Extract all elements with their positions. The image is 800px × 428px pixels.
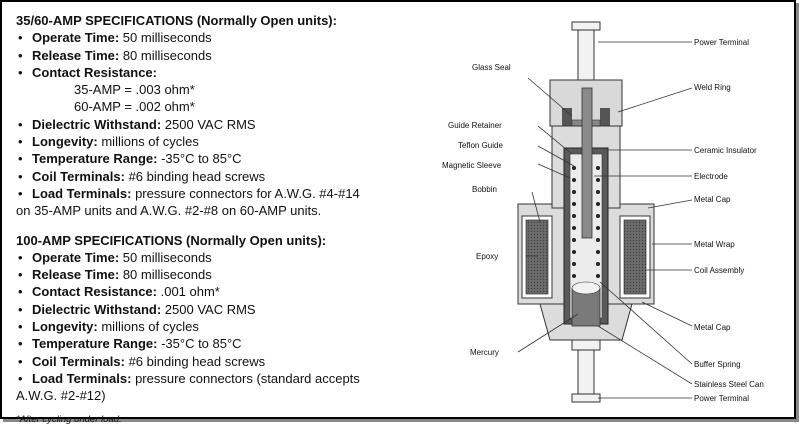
leader-lines: [517, 41, 693, 399]
spec-item: • Release Time: 80 milliseconds: [16, 266, 416, 283]
spec-value: 80 milliseconds: [119, 47, 212, 63]
spec-item: • Temperature Range: -35°C to 85°C: [16, 335, 416, 352]
spec-value: pressure connectors for A.W.G. #4-#14: [131, 185, 360, 201]
spec-value: .001 ohm*: [156, 284, 220, 300]
bullet: •: [18, 249, 23, 265]
spec-subitem: 60-AMP = .002 ohm*: [74, 99, 195, 115]
spec-label: Release Time:: [32, 47, 120, 63]
spec-item: • Coil Terminals: #6 binding head screws: [16, 353, 416, 370]
spec-label: Load Terminals:: [32, 185, 132, 201]
spec-value: millions of cycles: [97, 319, 199, 335]
bullet: •: [18, 370, 23, 386]
spec-item: • Contact Resistance: .001 ohm*: [16, 283, 416, 300]
specifications-text: 35/60-AMP SPECIFICATIONS (Normally Open …: [16, 12, 416, 428]
coil-assembly: [521, 215, 651, 299]
spec-item: • Release Time: 80 milliseconds: [16, 47, 416, 64]
label-weld-ring: Weld Ring: [694, 83, 731, 92]
spec-item: • Operate Time: 50 milliseconds: [16, 249, 416, 266]
label-metal-cap-bottom: Metal Cap: [694, 323, 731, 332]
electrode: [581, 87, 593, 239]
bullet: •: [18, 30, 23, 46]
spec-item: • Coil Terminals: #6 binding head screws: [16, 168, 416, 185]
label-magnetic-sleeve: Magnetic Sleeve: [442, 161, 502, 170]
spec-item: • Load Terminals: pressure connectors for…: [16, 185, 416, 202]
spec-value: 2500 VAC RMS: [161, 301, 256, 317]
spec-continuation: on 35-AMP units and A.W.G. #2-#8 on 60-A…: [16, 203, 322, 219]
spec-item: • Contact Resistance:: [16, 64, 416, 81]
spec-label: Coil Terminals:: [32, 168, 125, 184]
spec-label: Release Time:: [32, 267, 120, 283]
spec-continuation: A.W.G. #2-#12): [16, 388, 106, 404]
label-bobbin: Bobbin: [472, 185, 497, 194]
bullet: •: [18, 284, 23, 300]
bullet: •: [18, 185, 23, 201]
label-glass-seal: Glass Seal: [472, 63, 511, 72]
spec-value: 2500 VAC RMS: [161, 116, 256, 132]
bullet: •: [18, 64, 23, 80]
section1-list: • Operate Time: 50 milliseconds • Release T…: [16, 29, 416, 219]
spec-subitem: 35-AMP = .003 ohm*: [74, 82, 195, 98]
spec-label: Longevity:: [32, 319, 98, 335]
bullet: •: [18, 301, 23, 317]
spec-value: -35°C to 85°C: [157, 151, 242, 167]
label-epoxy: Epoxy: [476, 252, 498, 261]
label-power-terminal-bottom: Power Terminal: [694, 394, 749, 403]
spec-label: Temperature Range:: [32, 336, 158, 352]
spec-value: millions of cycles: [97, 134, 199, 150]
footnote: *After cycling under load.: [16, 413, 122, 425]
spec-value: pressure connectors (standard accepts: [131, 370, 360, 386]
spec-value: #6 binding head screws: [124, 353, 266, 369]
label-mercury: Mercury: [470, 348, 499, 357]
label-coil-assembly: Coil Assembly: [694, 266, 744, 275]
spec-item: • Load Terminals: pressure connectors (st…: [16, 370, 416, 387]
section2-list: • Operate Time: 50 milliseconds • Release T…: [16, 249, 416, 405]
spec-item: • Longevity: millions of cycles: [16, 133, 416, 150]
spec-label: Load Terminals:: [32, 370, 132, 386]
spec-label: Coil Terminals:: [32, 353, 125, 369]
spec-label: Dielectric Withstand:: [32, 116, 162, 132]
label-buffer-spring: Buffer Spring: [694, 360, 741, 369]
spec-value: 50 milliseconds: [119, 249, 212, 265]
spec-label: Contact Resistance:: [32, 284, 157, 300]
spec-label: Operate Time:: [32, 30, 120, 46]
spec-item: • Temperature Range: -35°C to 85°C: [16, 150, 416, 167]
spec-label: Temperature Range:: [32, 151, 158, 167]
spec-item: • Dielectric Withstand: 2500 VAC RMS: [16, 116, 416, 133]
label-power-terminal-top: Power Terminal: [694, 38, 749, 47]
label-electrode: Electrode: [694, 172, 728, 181]
spec-label: Contact Resistance:: [32, 64, 157, 80]
section2-title: 100-AMP SPECIFICATIONS (Normally Open un…: [16, 232, 327, 248]
bullet: •: [18, 134, 23, 150]
spec-value: 80 milliseconds: [119, 267, 212, 283]
bottom-power-terminal: [571, 339, 601, 403]
spec-value: 50 milliseconds: [119, 30, 212, 46]
section1-title: 35/60-AMP SPECIFICATIONS (Normally Open …: [16, 13, 337, 28]
spec-value: #6 binding head screws: [124, 168, 266, 184]
bullet: •: [18, 336, 23, 352]
top-power-terminal: [571, 21, 601, 81]
label-stainless-steel-can: Stainless Steel Can: [694, 380, 764, 389]
label-ceramic-insulator: Ceramic Insulator: [694, 146, 757, 155]
label-metal-wrap: Metal Wrap: [694, 240, 735, 249]
bullet: •: [18, 116, 23, 132]
label-metal-cap-top: Metal Cap: [694, 195, 731, 204]
bullet: •: [18, 319, 23, 335]
spec-item: • Operate Time: 50 milliseconds: [16, 29, 416, 46]
spec-item: • Dielectric Withstand: 2500 VAC RMS: [16, 301, 416, 318]
bullet: •: [18, 267, 23, 283]
bullet: •: [18, 353, 23, 369]
spec-value: -35°C to 85°C: [157, 336, 242, 352]
spec-label: Longevity:: [32, 134, 98, 150]
label-teflon-guide: Teflon Guide: [458, 141, 503, 150]
label-guide-retainer: Guide Retainer: [448, 121, 502, 130]
bullet: •: [18, 168, 23, 184]
spec-label: Dielectric Withstand:: [32, 301, 162, 317]
relay-cross-section-diagram: Power Terminal Glass Seal Weld Ring Guid…: [442, 21, 764, 403]
bullet: •: [18, 47, 23, 63]
mercury: [571, 281, 601, 327]
bullet: •: [18, 151, 23, 167]
spec-item: • Longevity: millions of cycles: [16, 318, 416, 335]
spec-label: Operate Time:: [32, 249, 120, 265]
